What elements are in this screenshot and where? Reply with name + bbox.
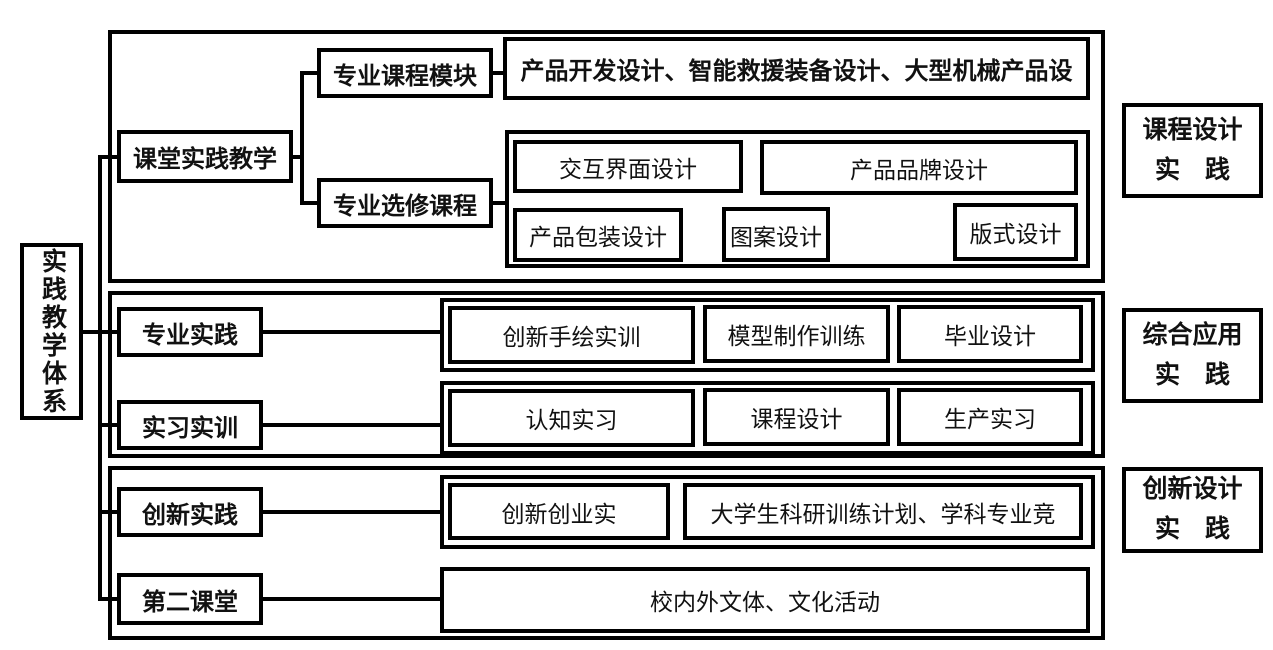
connector-bracket-to-elective	[300, 201, 317, 205]
connector-professional-practice-row	[263, 330, 440, 334]
node-classroom-practice: 课堂实践教学	[117, 130, 293, 183]
leaf-course: 版式设计	[953, 203, 1078, 261]
node-professional-practice: 专业实践	[117, 307, 263, 357]
connector-trunk-to-innovation	[98, 510, 117, 514]
leaf-course: 产品品牌设计	[760, 140, 1078, 195]
leaf-item: 创新创业实	[448, 483, 670, 540]
leaf-item: 模型制作训练	[703, 305, 890, 363]
connector-trunk-to-internship	[98, 423, 117, 427]
connector-innovation-row	[263, 510, 440, 514]
side-label-comprehensive-practice: 综合应用 实 践	[1122, 308, 1263, 403]
leaf-course: 产品包装设计	[513, 208, 683, 262]
leaf-item: 大学生科研训练计划、学科专业竞	[683, 483, 1083, 540]
connector-root-to-trunk	[83, 330, 117, 334]
connector-trunk-to-second-class	[98, 597, 117, 601]
bracket-vertical	[300, 71, 304, 205]
connector-trunk-to-classroom	[98, 155, 117, 159]
leaf-item: 创新手绘实训	[448, 306, 695, 364]
node-innovation-practice: 创新实践	[117, 487, 263, 537]
leaf-module-content: 产品开发设计、智能救援装备设计、大型机械产品设	[503, 37, 1090, 100]
connector-second-class-row	[263, 597, 440, 601]
side-label-line: 实 践	[1154, 516, 1230, 543]
leaf-item: 生产实习	[897, 388, 1083, 446]
leaf-item: 毕业设计	[897, 305, 1083, 363]
side-label-line: 实 践	[1154, 361, 1230, 389]
side-label-line: 实 践	[1154, 156, 1230, 184]
node-module-courses: 专业课程模块	[317, 48, 493, 98]
connector-classroom-to-bracket	[293, 155, 304, 159]
connector-internship-row	[263, 423, 440, 427]
node-elective-courses: 专业选修课程	[317, 178, 493, 228]
root-node: 实践教学体系	[20, 243, 83, 420]
connector-trunk-vertical	[98, 155, 102, 601]
leaf-item: 认知实习	[448, 389, 695, 447]
connector-module-to-content	[493, 71, 503, 75]
connector-elective-to-courses	[493, 201, 505, 205]
node-second-class: 第二课堂	[117, 573, 263, 625]
leaf-course: 交互界面设计	[513, 140, 743, 193]
side-label-course-design-practice: 课程设计 实 践	[1122, 103, 1263, 198]
node-internship: 实习实训	[117, 400, 263, 450]
leaf-second-class-content: 校内外文体、文化活动	[440, 567, 1090, 633]
connector-bracket-to-module	[300, 71, 317, 75]
leaf-item: 课程设计	[703, 388, 890, 446]
leaf-course: 图案设计	[722, 207, 830, 262]
side-label-line: 课程设计	[1142, 116, 1243, 144]
side-label-line: 综合应用	[1142, 321, 1243, 349]
side-label-innovation-design-practice: 创新设计 实 践	[1122, 467, 1263, 553]
side-label-line: 创新设计	[1142, 476, 1243, 503]
